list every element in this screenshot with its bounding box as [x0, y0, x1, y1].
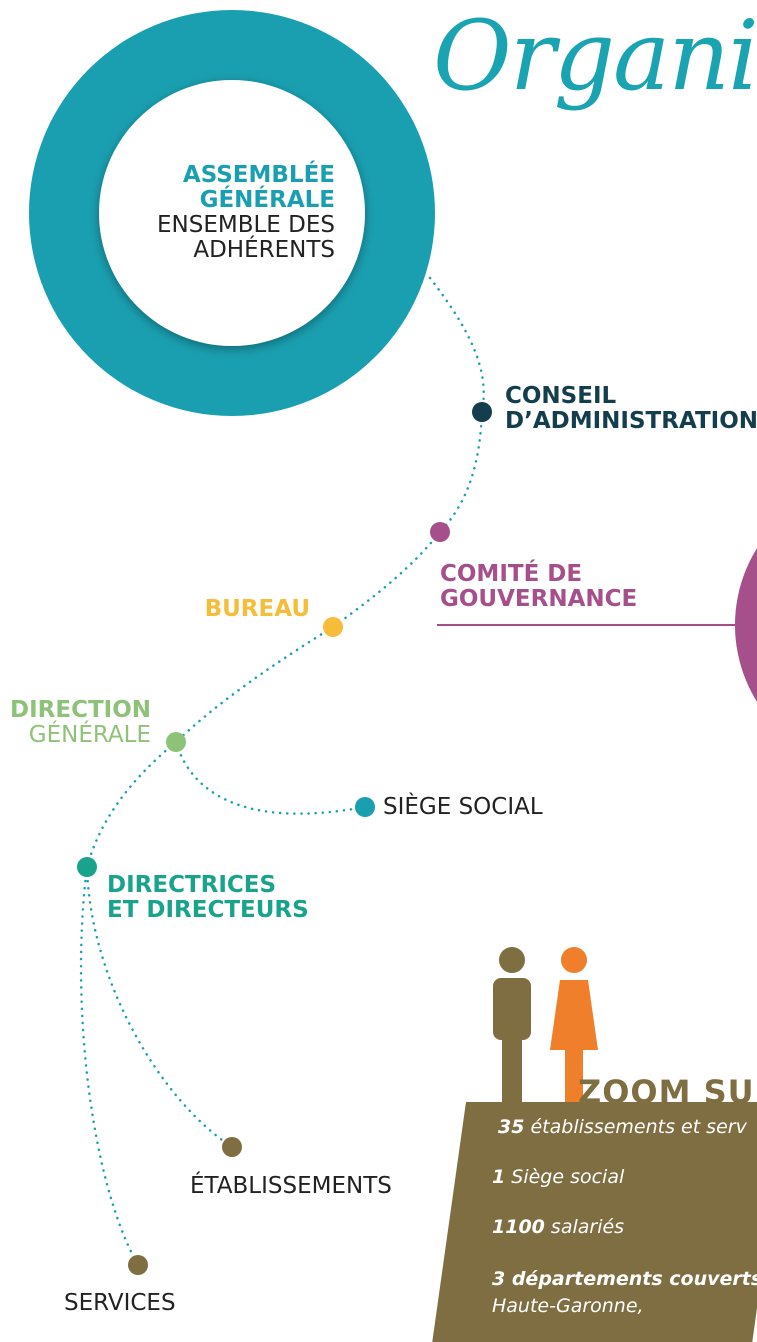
directeurs-label: DIRECTRICES ET DIRECTEURS	[107, 873, 309, 923]
comite-dot	[430, 522, 450, 542]
bureau-dot	[323, 617, 343, 637]
directeurs-line-1: DIRECTRICES	[107, 872, 277, 898]
man-icon	[493, 947, 531, 1110]
conseil-label: CONSEIL D’ADMINISTRATION	[505, 384, 757, 434]
comite-line-2: GOUVERNANCE	[440, 586, 638, 612]
connector-conseil-comite	[438, 410, 484, 534]
siege-label: SIÈGE SOCIAL	[383, 794, 543, 820]
zoom-line-5: Haute-Garonne,	[492, 1295, 644, 1317]
zoom-line-1-num: 35	[498, 1116, 525, 1138]
services-dot	[128, 1255, 148, 1275]
zoom-line-2-num: 1	[492, 1166, 506, 1188]
comite-line-1: COMITÉ DE	[440, 561, 583, 587]
etablissements-label: ÉTABLISSEMENTS	[190, 1173, 392, 1199]
connector-assemblee-conseil	[428, 276, 485, 414]
zoom-line-1: 35 établissements et serv	[498, 1116, 747, 1138]
services-label: SERVICES	[64, 1290, 176, 1316]
assemblee-ring-inner	[99, 80, 365, 346]
zoom-line-1-text: établissements et serv	[524, 1116, 747, 1138]
connector-directeurs-services	[79, 865, 140, 1267]
assemblee-title-1: ASSEMBLÉE	[182, 162, 335, 188]
connector-direction-directeurs	[85, 740, 178, 869]
bureau-label: BUREAU	[204, 596, 310, 622]
directeurs-dot	[77, 857, 97, 877]
zoom-line-2: 1 Siège social	[492, 1166, 624, 1188]
connector-direction-siege	[174, 740, 367, 815]
zoom-line-2-text: Siège social	[505, 1166, 625, 1188]
direction-dot	[166, 732, 186, 752]
comite-label: COMITÉ DE GOUVERNANCE	[440, 562, 637, 612]
page-title: Organi	[433, 0, 757, 112]
direction-label: DIRECTION GÉNÉRALE	[10, 698, 151, 748]
zoom-line-4-num: 3 départements couverts	[492, 1268, 757, 1290]
siege-dot	[355, 797, 375, 817]
assemblee-sub-2: ADHÉRENTS	[193, 237, 335, 263]
zoom-line-4: 3 départements couverts	[492, 1268, 757, 1290]
zoom-line-5-text: Haute-Garonne,	[492, 1295, 644, 1317]
assemblee-title-2: GÉNÉRALE	[199, 187, 335, 213]
conseil-line-2: D’ADMINISTRATION	[505, 408, 757, 434]
direction-line-1: DIRECTION	[10, 697, 151, 723]
woman-icon	[550, 947, 598, 1110]
etablissements-dot	[222, 1137, 242, 1157]
direction-line-2: GÉNÉRALE	[28, 722, 151, 748]
connector-comite-bureau	[331, 530, 442, 629]
connector-bureau-direction	[174, 625, 335, 744]
zoom-line-3: 1100 salariés	[492, 1216, 624, 1238]
directeurs-line-2: ET DIRECTEURS	[107, 897, 309, 923]
conseil-line-1: CONSEIL	[505, 383, 617, 409]
zoom-line-3-num: 1100	[492, 1216, 545, 1238]
conseil-dot	[472, 402, 492, 422]
assemblee-sub-1: ENSEMBLE DES	[157, 212, 335, 238]
assemblee-label: ASSEMBLÉE GÉNÉRALE ENSEMBLE DES ADHÉRENT…	[157, 163, 335, 263]
zoom-line-3-text: salariés	[544, 1216, 625, 1238]
